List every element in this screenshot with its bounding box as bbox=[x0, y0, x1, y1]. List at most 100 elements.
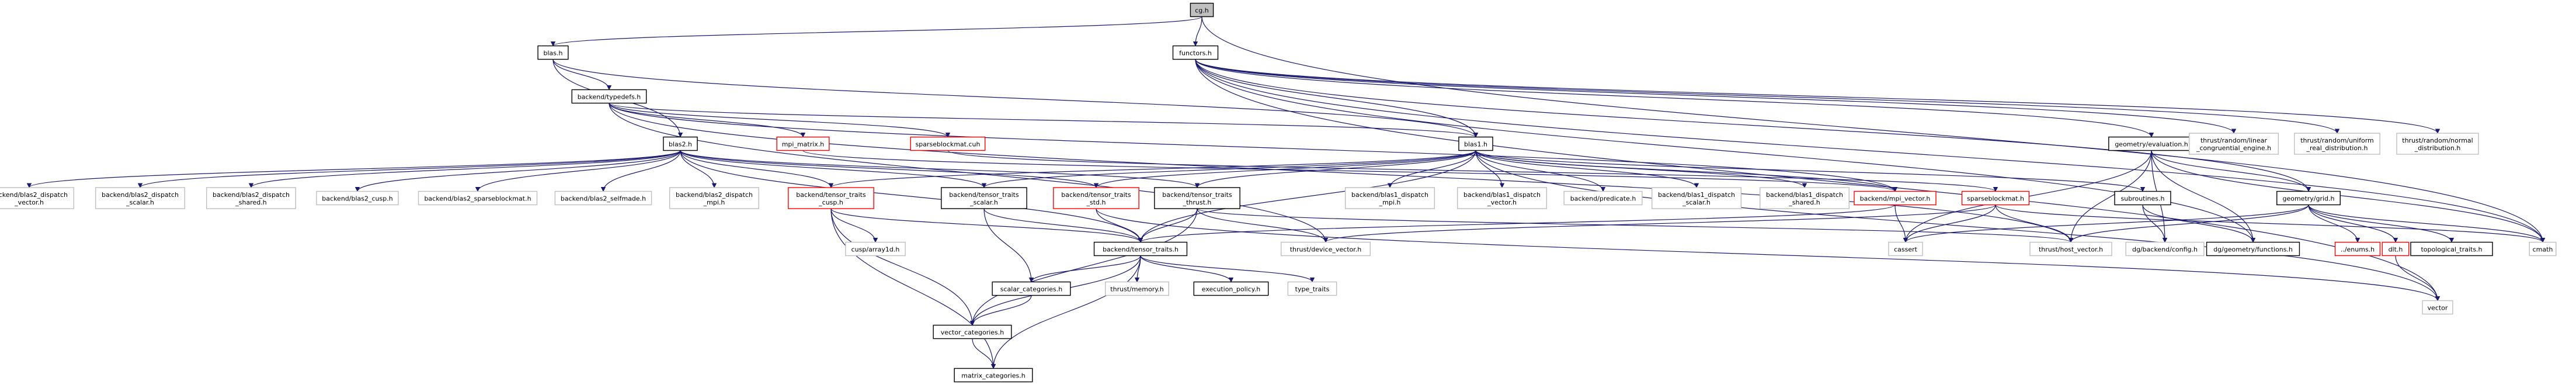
edge-blas2-to-tt-scalar bbox=[680, 150, 987, 188]
edge-scalar-cat-to-vector-cat bbox=[969, 295, 1032, 326]
node-tt-std[interactable]: backend/tensor_traits_std.h bbox=[1053, 187, 1139, 209]
node-box bbox=[910, 136, 986, 151]
node-b1d-mpi[interactable]: backend/blas1_dispatch_mpi.h bbox=[1344, 187, 1435, 209]
node-vector-cat[interactable]: vector_categories.h bbox=[933, 324, 1012, 340]
node-scalar-cat[interactable]: scalar_categories.h bbox=[992, 281, 1071, 296]
node-thrust-memory[interactable]: thrust/memory.h bbox=[1105, 281, 1169, 296]
node-box bbox=[2206, 241, 2300, 257]
node-exec-policy[interactable]: execution_policy.h bbox=[1193, 281, 1269, 296]
node-label: backend/blas1_dispatch bbox=[1658, 191, 1735, 199]
node-box bbox=[1854, 190, 1937, 206]
edge-blas-to-typedefs bbox=[552, 59, 612, 91]
edge-blas2-to-tt-thrust bbox=[680, 150, 1200, 188]
node-b1d-scalar[interactable]: backend/blas1_dispatch_scalar.h bbox=[1651, 187, 1741, 209]
node-label: cmath bbox=[2533, 246, 2553, 254]
node-label: backend/mpi_vector.h bbox=[1860, 195, 1931, 203]
node-box bbox=[663, 136, 698, 151]
node-label: sparseblockmat.cuh bbox=[916, 141, 981, 148]
node-label: _vector.h bbox=[14, 199, 44, 206]
node-label: backend/tensor_traits bbox=[949, 191, 1019, 199]
node-box bbox=[2188, 133, 2279, 155]
node-geom-eval[interactable]: geometry/evaluation.h bbox=[2108, 136, 2195, 151]
node-b1d-shared[interactable]: backend/blas1_dispatch_shared.h bbox=[1759, 187, 1850, 209]
node-predicate[interactable]: backend/predicate.h bbox=[1563, 190, 1643, 206]
edge-tensor-traits-to-exec-policy bbox=[1140, 255, 1234, 283]
node-dg-config[interactable]: dg/backend/config.h bbox=[2125, 241, 2205, 257]
node-label: dg/backend/config.h bbox=[2132, 246, 2198, 254]
node-label: scalar_categories.h bbox=[1000, 286, 1062, 293]
edge-blas2-to-bd-vector bbox=[27, 150, 681, 188]
node-label: mpi_matrix.h bbox=[782, 141, 825, 148]
node-host-vector[interactable]: thrust/host_vector.h bbox=[2029, 241, 2112, 257]
node-bd-scalar[interactable]: backend/blas2_dispatch_scalar.h bbox=[95, 187, 186, 209]
node-label: _std.h bbox=[1086, 199, 1106, 206]
node-cassert[interactable]: cassert bbox=[1888, 241, 1923, 257]
edge-cg-to-functors bbox=[1193, 16, 1202, 47]
node-label: matrix_categories.h bbox=[961, 372, 1025, 380]
node-mpi-matrix[interactable]: mpi_matrix.h bbox=[776, 136, 830, 151]
edge-functors-to-geom-eval bbox=[1195, 59, 2154, 138]
edge-blas1-to-subroutines bbox=[1475, 150, 2145, 192]
node-type-traits[interactable]: type_traits bbox=[1287, 281, 1337, 296]
node-box bbox=[418, 190, 538, 206]
node-thrust-normal[interactable]: thrust/random/normal_distribution.h bbox=[2396, 133, 2479, 155]
node-label: functors.h bbox=[1179, 50, 1212, 57]
node-b2-cusp[interactable]: backend/blas2_cusp.h bbox=[316, 190, 399, 206]
node-bd-shared[interactable]: backend/blas2_dispatch_shared.h bbox=[206, 187, 297, 209]
edge-typedefs-to-host-vector bbox=[609, 103, 2074, 243]
edge-typedefs-to-mpi-matrix bbox=[609, 103, 806, 138]
node-b2-selfmade[interactable]: backend/blas2_selfmade.h bbox=[554, 190, 652, 206]
node-cg[interactable]: cg.h bbox=[1190, 2, 1214, 18]
node-box bbox=[2125, 241, 2205, 257]
node-label: _thrust.h bbox=[1183, 199, 1212, 206]
node-typedefs[interactable]: backend/typedefs.h bbox=[571, 89, 647, 104]
node-tt-thrust[interactable]: backend/tensor_traits_thrust.h bbox=[1154, 187, 1240, 209]
node-label: _mpi.h bbox=[703, 199, 725, 206]
node-label: blas1.h bbox=[1464, 141, 1487, 148]
node-bd-vector[interactable]: backend/blas2_dispatch_vector.h bbox=[0, 187, 75, 209]
node-geom-grid[interactable]: geometry/grid.h bbox=[2276, 190, 2341, 206]
edge-tt-scalar-to-scalar-cat bbox=[983, 208, 1034, 283]
node-box bbox=[0, 187, 75, 209]
node-functors[interactable]: functors.h bbox=[1172, 45, 1219, 60]
node-dlt[interactable]: dlt.h bbox=[2382, 241, 2410, 257]
edge-geom-grid-to-cassert bbox=[1903, 204, 2309, 243]
node-label: backend/blas2_sparseblockmat.h bbox=[424, 195, 531, 203]
node-label: backend/blas1_dispatch bbox=[1463, 191, 1541, 199]
edge-mpi-vector-to-cassert bbox=[1894, 205, 1908, 243]
node-tensor-traits[interactable]: backend/tensor_traits.h bbox=[1093, 241, 1188, 257]
node-tt-scalar[interactable]: backend/tensor_traits_scalar.h bbox=[941, 187, 1027, 209]
node-device-vector[interactable]: thrust/device_vector.h bbox=[1280, 241, 1371, 257]
node-enums[interactable]: ../enums.h bbox=[2334, 241, 2381, 257]
edge-blas1-to-predicate bbox=[1475, 150, 1606, 192]
edge-blas2-to-b2-cusp bbox=[354, 150, 681, 192]
node-topological[interactable]: topological_traits.h bbox=[2410, 241, 2493, 257]
node-b1d-vector[interactable]: backend/blas1_dispatch_vector.h bbox=[1456, 187, 1547, 209]
node-subroutines[interactable]: subroutines.h bbox=[2114, 190, 2171, 206]
node-cmath[interactable]: cmath bbox=[2529, 241, 2557, 257]
node-box bbox=[1093, 241, 1188, 257]
node-b2-sbm[interactable]: backend/blas2_sparseblockmat.h bbox=[418, 190, 538, 206]
node-label: type_traits bbox=[1295, 286, 1330, 293]
node-label: blas2.h bbox=[669, 141, 692, 148]
node-box bbox=[1961, 190, 2030, 206]
node-blas[interactable]: blas.h bbox=[537, 45, 569, 60]
node-dg-geomfun[interactable]: dg/geometry/functions.h bbox=[2206, 241, 2300, 257]
node-thrust-lcg[interactable]: thrust/random/linear_congruential_engine… bbox=[2188, 133, 2279, 155]
edge-blas1-to-vector bbox=[1475, 150, 2441, 302]
node-thrust-uniform[interactable]: thrust/random/uniform_real_distribution.… bbox=[2294, 133, 2380, 155]
node-sparseblockmat-h[interactable]: sparseblockmat.h bbox=[1961, 190, 2030, 206]
header-nodes: cg.h blas.h functors.h backend/typedefs.h bl… bbox=[0, 2, 2557, 383]
edge-sparseblockmat-cuh-to-sparseblockmat-h bbox=[947, 150, 1998, 192]
edge-blas1-to-b1d-vector bbox=[1475, 150, 1505, 188]
node-sparseblockmat-cuh[interactable]: sparseblockmat.cuh bbox=[910, 136, 986, 151]
node-cusp-array[interactable]: cusp/array1d.h bbox=[845, 241, 906, 257]
node-vector[interactable]: vector bbox=[2422, 300, 2453, 315]
node-box bbox=[1344, 187, 1435, 209]
node-blas1[interactable]: blas1.h bbox=[1458, 136, 1493, 151]
node-matrix-cat[interactable]: matrix_categories.h bbox=[954, 368, 1033, 383]
node-mpi-vector[interactable]: backend/mpi_vector.h bbox=[1854, 190, 1937, 206]
node-bd-mpi[interactable]: backend/blas2_dispatch_mpi.h bbox=[669, 187, 759, 209]
node-blas2[interactable]: blas2.h bbox=[663, 136, 698, 151]
node-tt-cusp[interactable]: backend/tensor_traits_cusp.h bbox=[788, 187, 874, 209]
